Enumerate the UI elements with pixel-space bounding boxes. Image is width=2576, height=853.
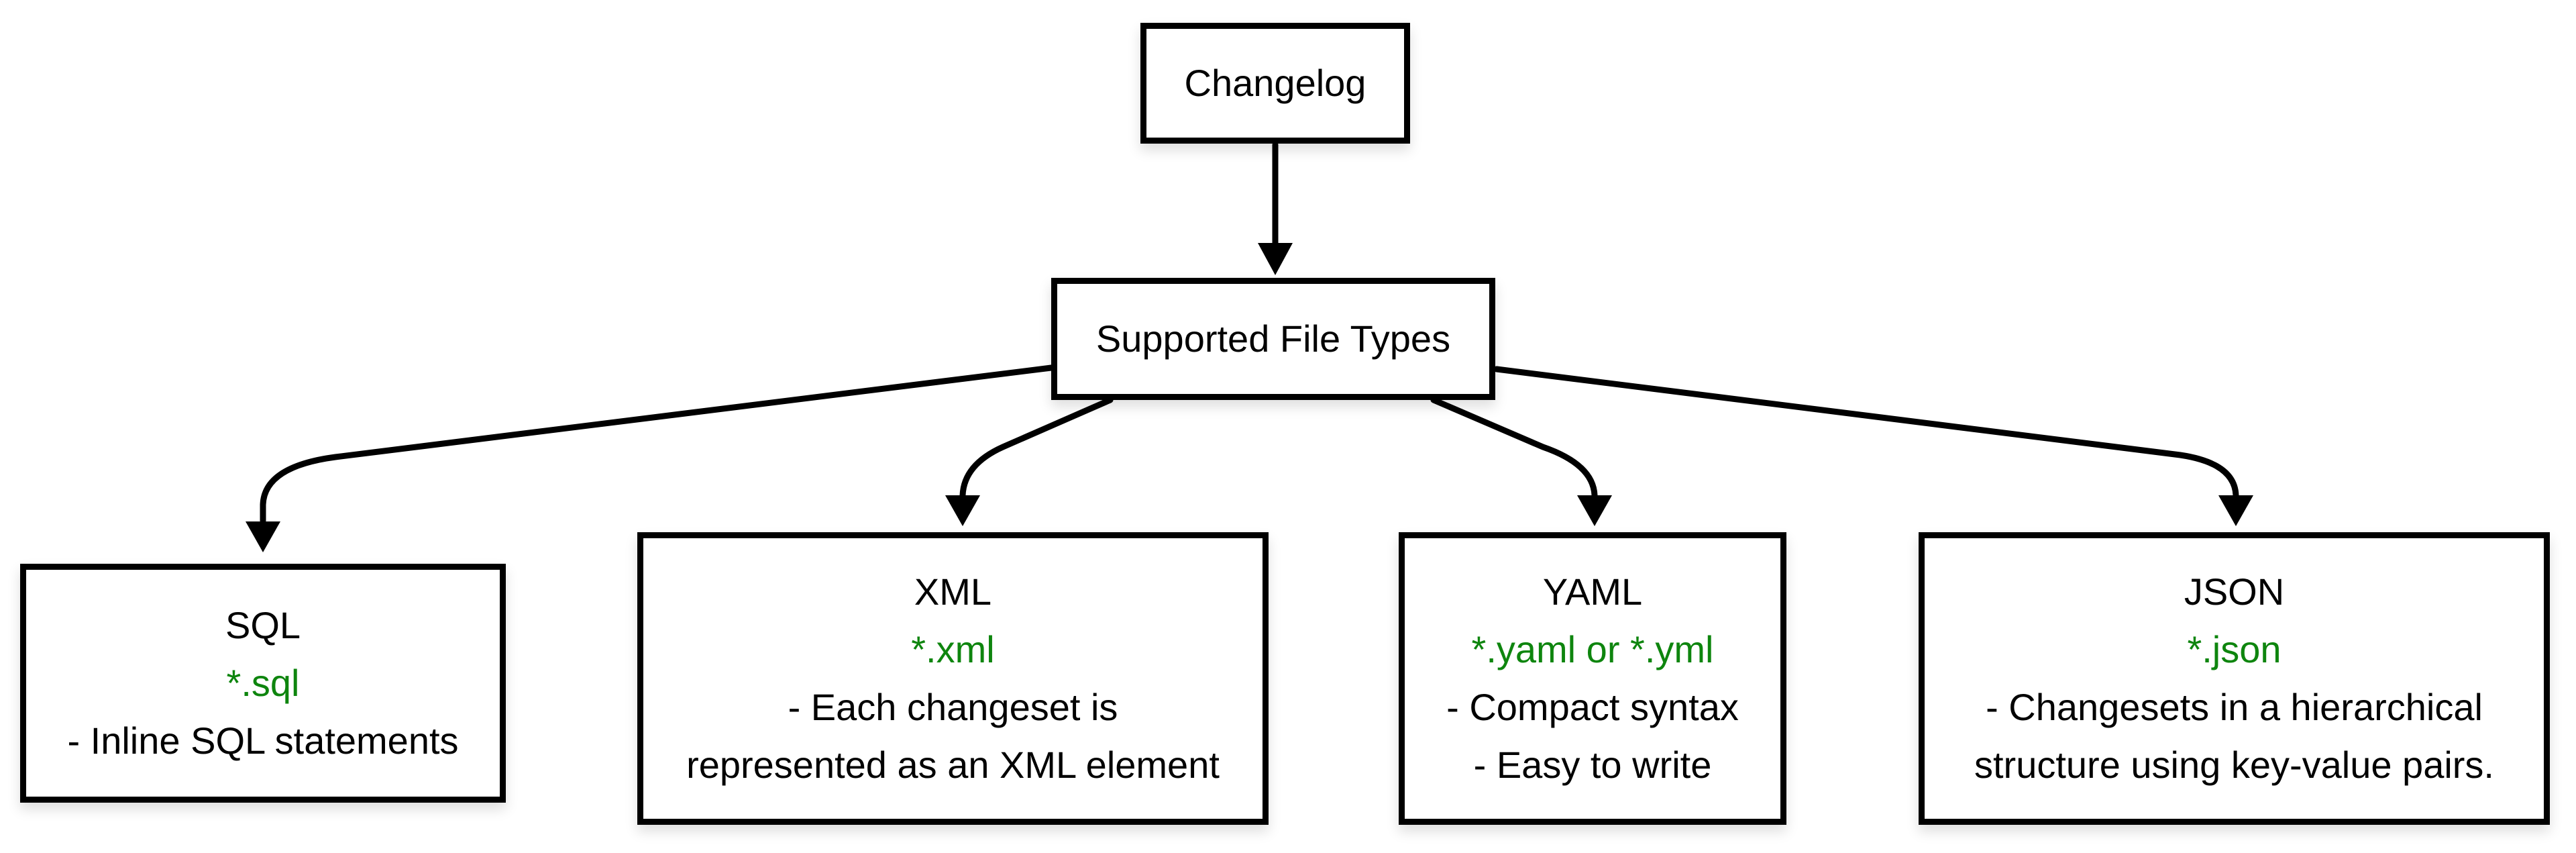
node-title: JSON (2184, 570, 2285, 613)
node-supported-file-types: Supported File Types (1051, 278, 1495, 400)
node-detail: represented as an XML element (686, 744, 1220, 786)
node-json: JSON *.json - Changesets in a hierarchic… (1919, 532, 2550, 825)
arrowhead-down-icon (945, 495, 980, 526)
node-sql: SQL *.sql - Inline SQL statements (20, 564, 506, 803)
edge-supported-to-xml (945, 397, 1114, 526)
node-detail: structure using key-value pairs. (1974, 744, 2494, 786)
edge-changelog-to-supported (1258, 142, 1293, 275)
node-xml: XML *.xml - Each changeset is represente… (637, 532, 1269, 825)
node-title: XML (914, 570, 992, 613)
node-detail: - Inline SQL statements (67, 719, 459, 762)
arrowhead-down-icon (2218, 495, 2253, 526)
file-pattern: *.sql (226, 662, 300, 704)
node-label: Supported File Types (1095, 317, 1451, 360)
edge-supported-to-yaml (1430, 397, 1612, 526)
node-changelog: Changelog (1140, 23, 1410, 144)
node-detail: - Each changeset is (788, 686, 1118, 728)
edge-supported-to-sql (246, 364, 1055, 552)
node-detail: - Easy to write (1473, 744, 1712, 786)
node-detail: - Changesets in a hierarchical (1986, 686, 2483, 728)
edge-supported-to-json (1493, 366, 2253, 526)
node-detail: - Compact syntax (1446, 686, 1739, 728)
node-title: SQL (225, 604, 301, 646)
arrowhead-down-icon (1258, 243, 1293, 275)
file-pattern: *.json (2187, 628, 2282, 670)
node-title: YAML (1542, 570, 1643, 613)
file-pattern: *.xml (911, 628, 995, 670)
node-yaml: YAML *.yaml or *.yml - Compact syntax - … (1399, 532, 1786, 825)
arrowhead-down-icon (246, 521, 280, 552)
node-label: Changelog (1184, 62, 1366, 104)
file-pattern: *.yaml or *.yml (1471, 628, 1714, 670)
arrowhead-down-icon (1577, 495, 1612, 526)
